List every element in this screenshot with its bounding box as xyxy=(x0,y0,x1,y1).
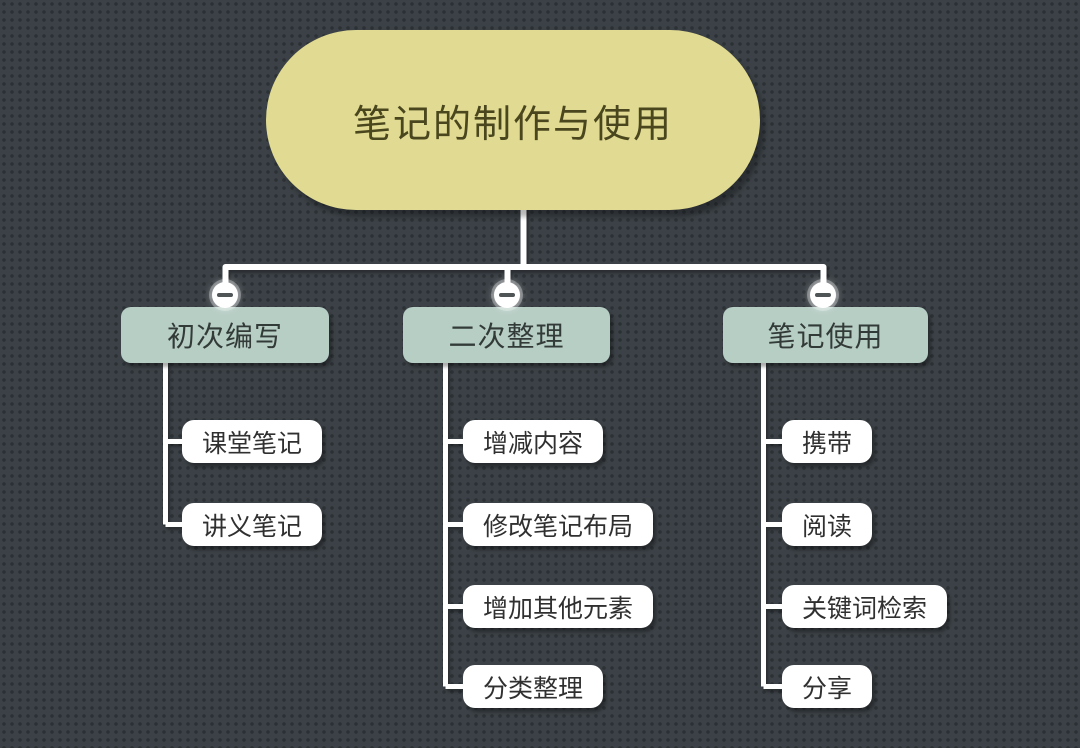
minus-icon xyxy=(499,293,515,297)
collapse-button[interactable] xyxy=(212,282,238,308)
collapse-button[interactable] xyxy=(494,282,520,308)
minus-icon xyxy=(815,293,831,297)
child-node[interactable]: 讲义笔记 xyxy=(182,503,323,546)
root-node[interactable]: 笔记的制作与使用 xyxy=(266,30,760,210)
child-node[interactable]: 携带 xyxy=(782,420,873,463)
child-node[interactable]: 关键词检索 xyxy=(782,585,948,628)
child-node[interactable]: 修改笔记布局 xyxy=(463,503,654,546)
branch-node-first-writing[interactable]: 初次编写 xyxy=(121,307,329,363)
child-node[interactable]: 增加其他元素 xyxy=(463,585,654,628)
branch-node-second-organizing[interactable]: 二次整理 xyxy=(403,307,610,363)
child-node[interactable]: 分类整理 xyxy=(463,665,604,708)
collapse-button[interactable] xyxy=(810,282,836,308)
child-node[interactable]: 分享 xyxy=(782,665,873,708)
branch-node-note-usage[interactable]: 笔记使用 xyxy=(723,307,928,363)
child-node[interactable]: 增减内容 xyxy=(463,420,604,463)
child-node[interactable]: 阅读 xyxy=(782,503,873,546)
minus-icon xyxy=(217,293,233,297)
child-node[interactable]: 课堂笔记 xyxy=(182,420,323,463)
